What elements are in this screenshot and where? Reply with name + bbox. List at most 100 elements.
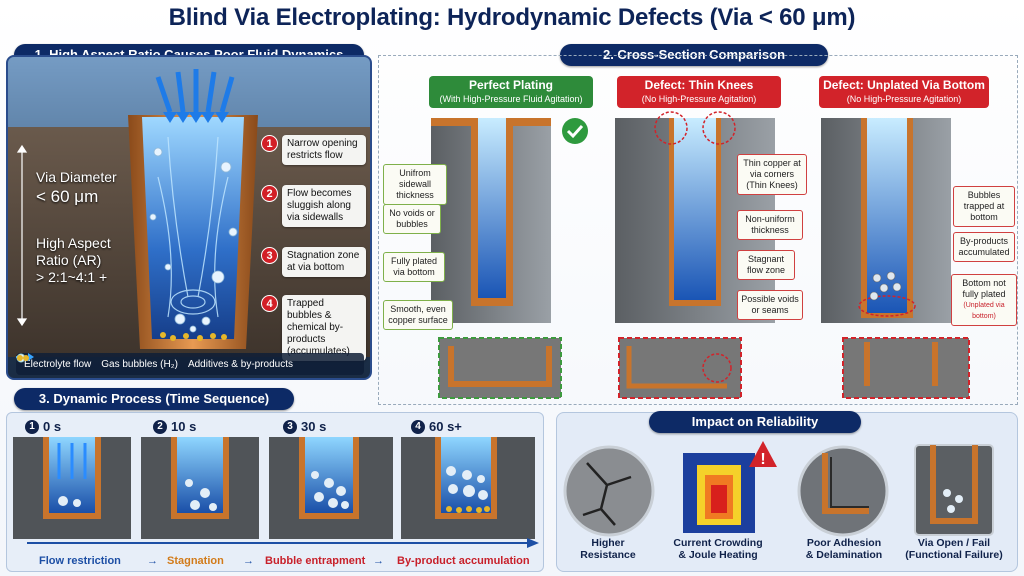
bottom-tag-1: Bubbles trapped at bottom xyxy=(953,186,1015,227)
seq-arrow: → xyxy=(243,555,254,567)
bottom-tag-3-text: Bottom not fully plated xyxy=(962,278,1006,299)
svg-text:!: ! xyxy=(760,451,765,468)
impact-heading: Impact on Reliability xyxy=(649,411,861,433)
col-knees-subtitle: (No High-Pressure Agitation) xyxy=(641,94,757,104)
unplated-bottom-via xyxy=(821,118,951,323)
check-icon xyxy=(562,118,588,144)
step-time: 10 s xyxy=(171,419,197,434)
step-time: 60 s+ xyxy=(429,419,462,434)
seq-arrow: → xyxy=(373,555,384,567)
aspect-ratio-label-1: High Aspect xyxy=(36,235,111,251)
step-3-via xyxy=(269,437,393,539)
step-number: 1 xyxy=(25,419,39,434)
col-bottom-header: Defect: Unplated Via Bottom (No High-Pre… xyxy=(819,76,989,108)
perfect-via xyxy=(431,118,551,323)
via-illustration xyxy=(8,57,370,357)
impact-label-2: Current Crowding& Joule Heating xyxy=(673,537,763,561)
cross-section-panel: Perfect Plating (With High-Pressure Flui… xyxy=(378,55,1018,405)
delamination-icon xyxy=(797,445,889,537)
col-bottom-title: Defect: Unplated Via Bottom xyxy=(823,78,985,92)
callout-text: Flow becomes sluggish along via sidewall… xyxy=(282,185,366,227)
timeline-arrow xyxy=(27,538,539,548)
step-1-label: 1 0 s xyxy=(25,419,61,434)
step-time: 30 s xyxy=(301,419,327,434)
step-2-label: 2 10 s xyxy=(153,419,196,434)
step-number: 3 xyxy=(283,419,297,434)
seq-bubble-entrapment: Bubble entrapment xyxy=(265,555,366,567)
legend-bubbles: Gas bubbles (H₂) xyxy=(16,353,178,370)
fluid-dynamics-panel: Via Diameter < 60 μm High Aspect Ratio (… xyxy=(6,55,372,380)
perfect-tag-2: No voids or bubbles xyxy=(383,204,441,234)
impact-label-4: Via Open / Fail(Functional Failure) xyxy=(905,537,1003,561)
legend-additives: Additives & by-products xyxy=(17,355,293,370)
thin-knee-detail xyxy=(618,337,742,399)
step-time: 0 s xyxy=(43,419,62,434)
particle-icon xyxy=(17,355,29,361)
step-1-via xyxy=(13,437,131,539)
callout-2: 2 Flow becomes sluggish along via sidewa… xyxy=(261,185,366,227)
step-4-via xyxy=(401,437,535,539)
inflow-arrowheads xyxy=(163,112,229,123)
col-bottom-subtitle: (No High-Pressure Agitation) xyxy=(846,94,962,104)
section3-heading: 3. Dynamic Process (Time Sequence) xyxy=(14,388,294,410)
step-2-via xyxy=(141,437,259,539)
legend: Electrolyte flow Gas bubbles (H₂) Additi… xyxy=(16,353,364,375)
col-knees-title: Defect: Thin Knees xyxy=(644,78,754,92)
gas-bubbles xyxy=(149,147,238,333)
callout-number: 1 xyxy=(261,135,278,152)
perfect-detail xyxy=(438,337,562,399)
via-diameter-label: Via Diameter xyxy=(36,169,117,185)
flow-streamlines xyxy=(157,136,229,318)
callout-number: 4 xyxy=(261,295,278,312)
inflow-arrows xyxy=(155,69,235,113)
knee-tag-3: Stagnant flow zone xyxy=(737,250,795,280)
byproduct-particles xyxy=(160,332,227,341)
seq-byproduct: By-product accumulation xyxy=(397,555,530,567)
via-diameter-value: < 60 μm xyxy=(36,187,99,206)
step-3-label: 3 30 s xyxy=(283,419,326,434)
callout-number: 3 xyxy=(261,247,278,264)
perfect-tag-1: Unifrom sidewall thickness xyxy=(383,164,447,205)
legend-flow: Electrolyte flow xyxy=(16,353,91,370)
perfect-tag-4: Smooth, even copper surface xyxy=(383,300,453,330)
step-4-label: 4 60 s+ xyxy=(411,419,462,434)
aspect-ratio-value: > 2:1~4:1 + xyxy=(36,269,108,285)
warning-icon: ! xyxy=(749,441,777,468)
thin-knee-via xyxy=(615,111,775,323)
callout-4: 4 Trapped bubbles & chemical by-products… xyxy=(261,295,366,361)
seq-stagnation: Stagnation xyxy=(167,555,224,567)
dimension-markers xyxy=(16,144,28,327)
knee-tag-4: Possible voids or seams xyxy=(737,290,803,320)
step-number: 2 xyxy=(153,419,167,434)
col-knees-header: Defect: Thin Knees (No High-Pressure Agi… xyxy=(617,76,781,108)
unplated-bottom-detail xyxy=(842,337,970,399)
time-sequence-panel: 1 0 s 2 10 s 3 30 s 4 60 s+ xyxy=(6,412,544,572)
step-number: 4 xyxy=(411,419,425,434)
knee-tag-2: Non-uniform thickness xyxy=(737,210,803,240)
via-fail-icon xyxy=(914,444,994,536)
aspect-ratio-label-2: Ratio (AR) xyxy=(36,252,102,268)
impact-illustrations: ! xyxy=(563,441,994,537)
knee-tag-1: Thin copper at via corners (Thin Knees) xyxy=(737,154,807,195)
col-perfect-title: Perfect Plating xyxy=(468,78,554,92)
via-hole xyxy=(142,117,244,339)
col-perfect-header: Perfect Plating (With High-Pressure Flui… xyxy=(429,76,593,108)
cross-section-illustrations xyxy=(431,111,970,399)
time-sequence-illustrations xyxy=(13,437,539,548)
callout-text: Trapped bubbles & chemical by-products (… xyxy=(282,295,366,361)
bottom-tag-2: By-products accumulated xyxy=(953,232,1015,262)
crack-icon xyxy=(563,445,655,537)
impact-label-3: Poor Adhesion& Delamination xyxy=(805,537,883,561)
callout-3: 3 Stagnation zone at via bottom xyxy=(261,247,366,277)
callout-text: Stagnation zone at via bottom xyxy=(282,247,366,277)
callout-text: Narrow opening restricts flow xyxy=(282,135,366,165)
bottom-tag-3: Bottom not fully plated (Unplated via bo… xyxy=(951,274,1017,326)
heatmap-icon xyxy=(683,453,755,533)
col-perfect-subtitle: (With High-Pressure Fluid Agitation) xyxy=(439,94,583,104)
callout-1: 1 Narrow opening restricts flow xyxy=(261,135,366,165)
seq-flow-restriction: Flow restriction xyxy=(39,555,121,567)
page-title: Blind Via Electroplating: Hydrodynamic D… xyxy=(168,4,856,31)
seq-arrow: → xyxy=(147,555,158,567)
